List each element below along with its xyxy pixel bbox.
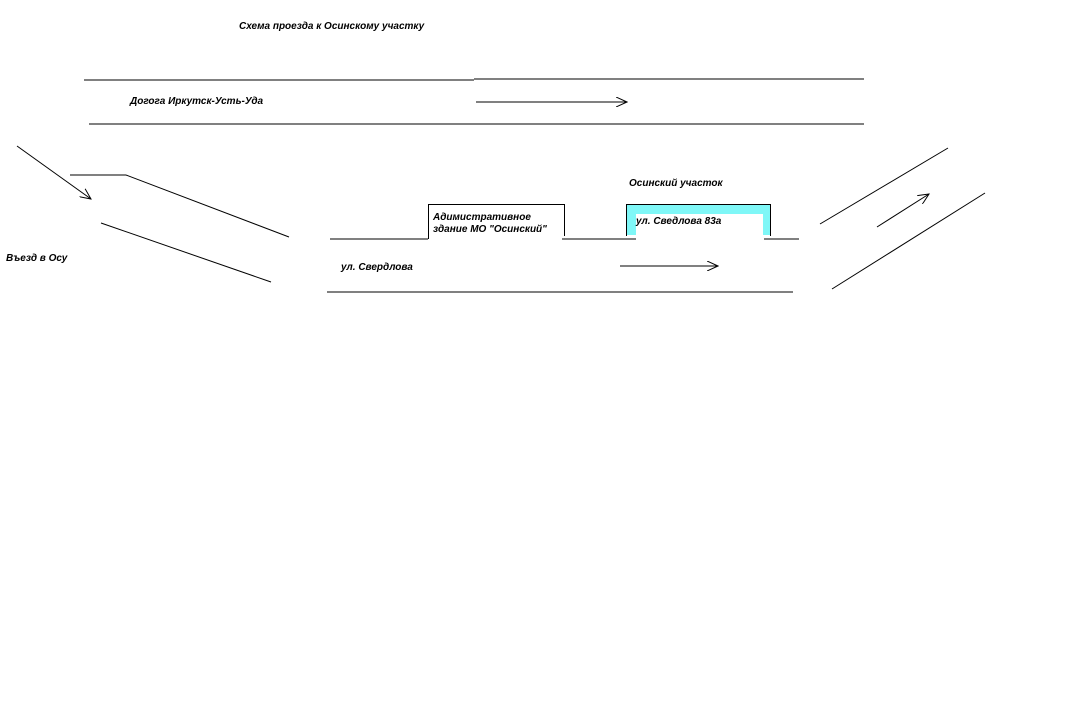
site-building-outline	[626, 204, 771, 236]
admin-building-outline	[428, 204, 565, 239]
exit-road	[819, 147, 986, 290]
main-road	[84, 78, 864, 125]
site-building-inner	[636, 214, 763, 244]
site-name-label: Осинский участок	[629, 178, 723, 189]
entry-road	[70, 174, 290, 283]
admin-building-label: Адимистративное здание МО "Осинский"	[433, 212, 547, 235]
site-address-label: ул. Сведлова 83а	[636, 216, 722, 227]
entry-label: Въезд в Осу	[6, 253, 68, 264]
page-title: Схема проезда к Осинскому участку	[239, 21, 425, 32]
sverdlova-street	[327, 238, 799, 293]
exit-direction-arrow	[876, 194, 929, 228]
main-road-label: Догога Иркутск-Усть-Уда	[130, 96, 264, 107]
entry-arrow	[16, 145, 91, 199]
street-label: ул. Свердлова	[341, 262, 413, 273]
